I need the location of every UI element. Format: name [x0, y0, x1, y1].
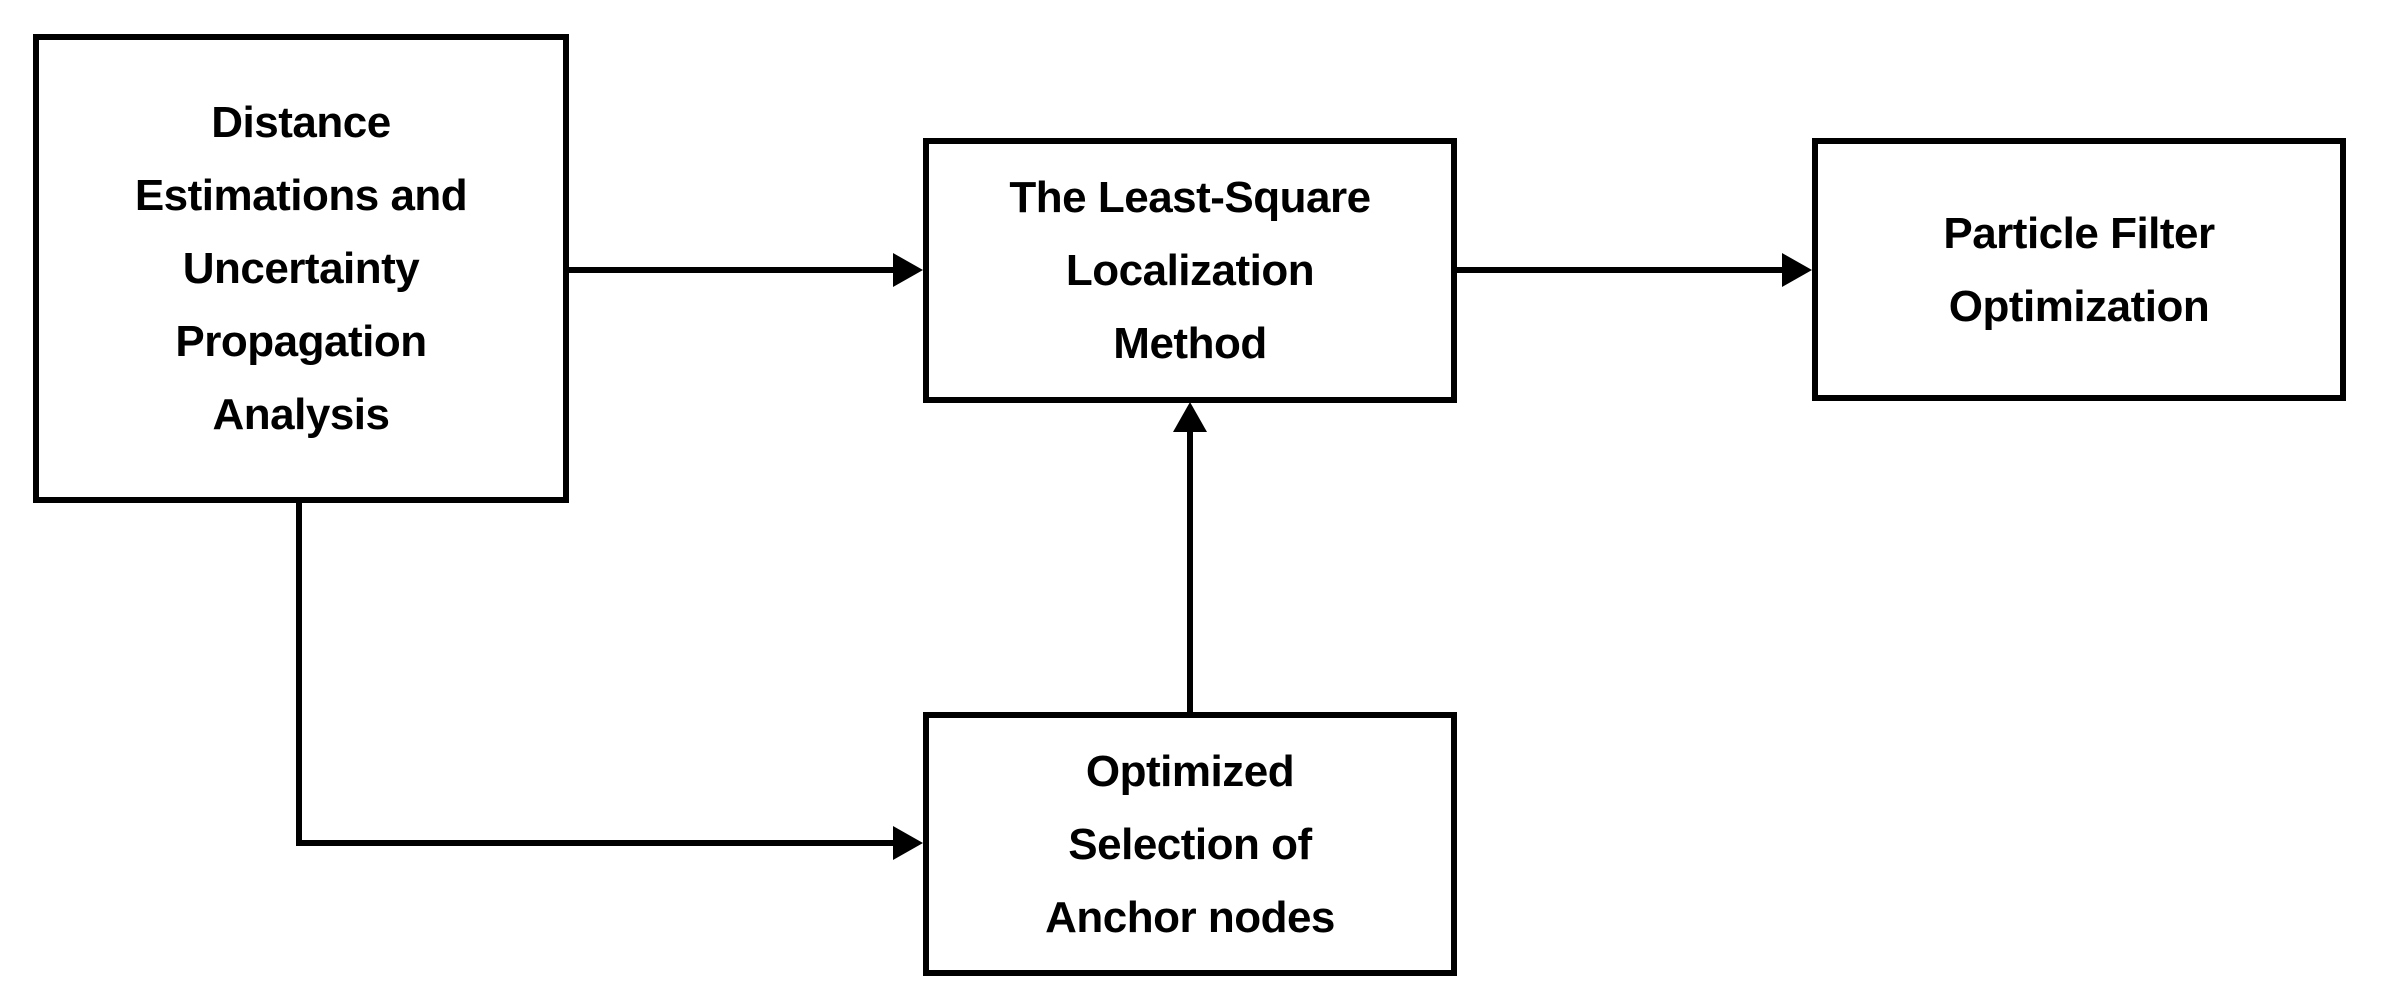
arrow-distance-to-leastsquare-head-icon [893, 253, 923, 287]
node-distance-uncertainty-analysis: Distance Estimations and Uncertainty Pro… [33, 34, 569, 503]
node-label: Particle Filter Optimization [1943, 208, 2215, 331]
node-anchor-node-selection: Optimized Selection of Anchor nodes [923, 712, 1457, 976]
arrow-distance-to-anchor-horizontal-line [296, 840, 893, 846]
arrow-distance-to-anchor-vertical-line [296, 502, 302, 846]
node-least-square-localization: The Least-Square Localization Method [923, 138, 1457, 403]
arrow-distance-to-leastsquare-line [568, 267, 895, 273]
arrow-distance-to-anchor-head-icon [893, 826, 923, 860]
node-label: Optimized Selection of Anchor nodes [1045, 746, 1335, 942]
arrow-leastsquare-to-particle-head-icon [1782, 253, 1812, 287]
node-label: The Least-Square Localization Method [1009, 173, 1371, 368]
arrow-anchor-to-leastsquare-line [1187, 428, 1193, 712]
arrow-leastsquare-to-particle-line [1456, 267, 1784, 273]
arrow-anchor-to-leastsquare-head-icon [1173, 402, 1207, 432]
node-particle-filter-optimization: Particle Filter Optimization [1812, 138, 2346, 401]
node-label: Distance Estimations and Uncertainty Pro… [134, 98, 468, 439]
